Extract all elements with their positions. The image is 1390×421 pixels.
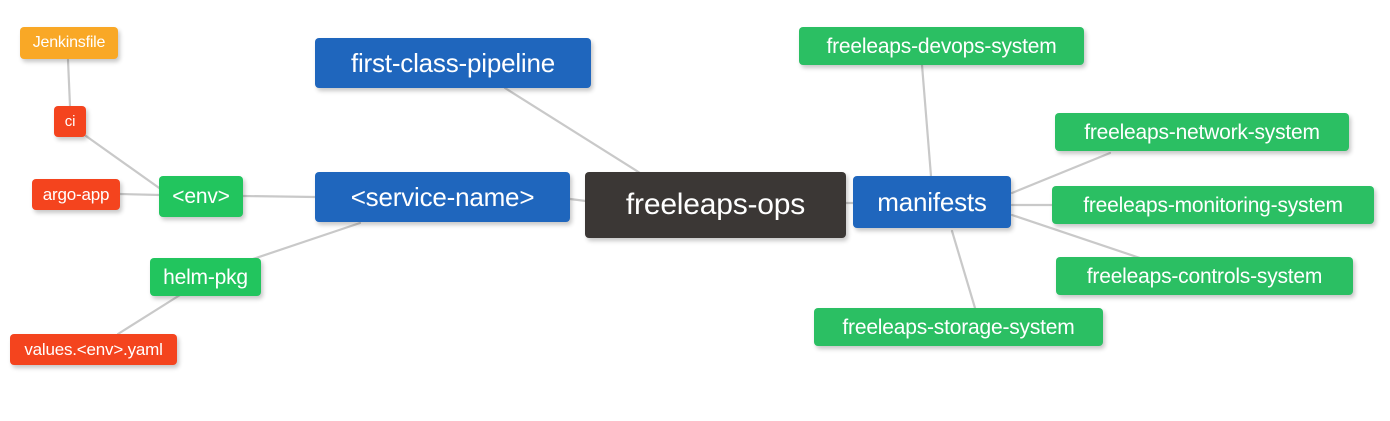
node-freeleaps-devops-system[interactable]: freeleaps-devops-system: [799, 27, 1084, 65]
node-helm-pkg[interactable]: helm-pkg: [150, 258, 261, 296]
node-label: helm-pkg: [163, 265, 248, 289]
node-label: freeleaps-monitoring-system: [1083, 193, 1343, 217]
node-label: manifests: [877, 187, 987, 217]
node-label: values.<env>.yaml: [24, 340, 163, 359]
node-argo-app[interactable]: argo-app: [32, 179, 120, 210]
edge-argoapp-env: [118, 192, 162, 197]
node-label: argo-app: [42, 185, 110, 204]
edge-pipeline-root: [503, 86, 642, 175]
node-freeleaps-monitoring-system[interactable]: freeleaps-monitoring-system: [1052, 186, 1374, 224]
node-service-name[interactable]: <service-name>: [315, 172, 570, 222]
node-label: <env>: [172, 185, 230, 208]
node-freeleaps-controls-system[interactable]: freeleaps-controls-system: [1056, 257, 1353, 295]
edge-env-servicename: [241, 194, 317, 199]
node-jenkinsfile[interactable]: Jenkinsfile: [20, 27, 118, 59]
node-freeleaps-storage-system[interactable]: freeleaps-storage-system: [814, 308, 1103, 346]
edge-servicename-root: [568, 197, 588, 203]
node-manifests[interactable]: manifests: [853, 176, 1011, 228]
edge-jenkinsfile-ci: [66, 58, 72, 108]
node-label: first-class-pipeline: [350, 48, 556, 78]
node-label: freeleaps-devops-system: [826, 34, 1057, 58]
node-first-class-pipeline[interactable]: first-class-pipeline: [315, 38, 591, 88]
node-freeleaps-network-system[interactable]: freeleaps-network-system: [1055, 113, 1349, 151]
node-label: freeleaps-controls-system: [1086, 264, 1323, 288]
node-env[interactable]: <env>: [159, 176, 243, 217]
edge-helmpkg-servicename: [248, 221, 362, 262]
node-label: ci: [64, 113, 76, 130]
node-label: freeleaps-ops: [625, 188, 806, 221]
edge-manifests-devops: [920, 63, 933, 178]
node-label: freeleaps-network-system: [1084, 120, 1320, 144]
node-label: Jenkinsfile: [32, 34, 106, 51]
node-ci[interactable]: ci: [54, 106, 86, 137]
node-freeleaps-ops[interactable]: freeleaps-ops: [585, 172, 846, 238]
node-label: freeleaps-storage-system: [842, 315, 1075, 339]
edge-manifests-storage: [950, 229, 977, 310]
node-label: <service-name>: [350, 182, 535, 212]
node-values-yaml[interactable]: values.<env>.yaml: [10, 334, 177, 365]
edge-values-helmpkg: [116, 293, 182, 336]
